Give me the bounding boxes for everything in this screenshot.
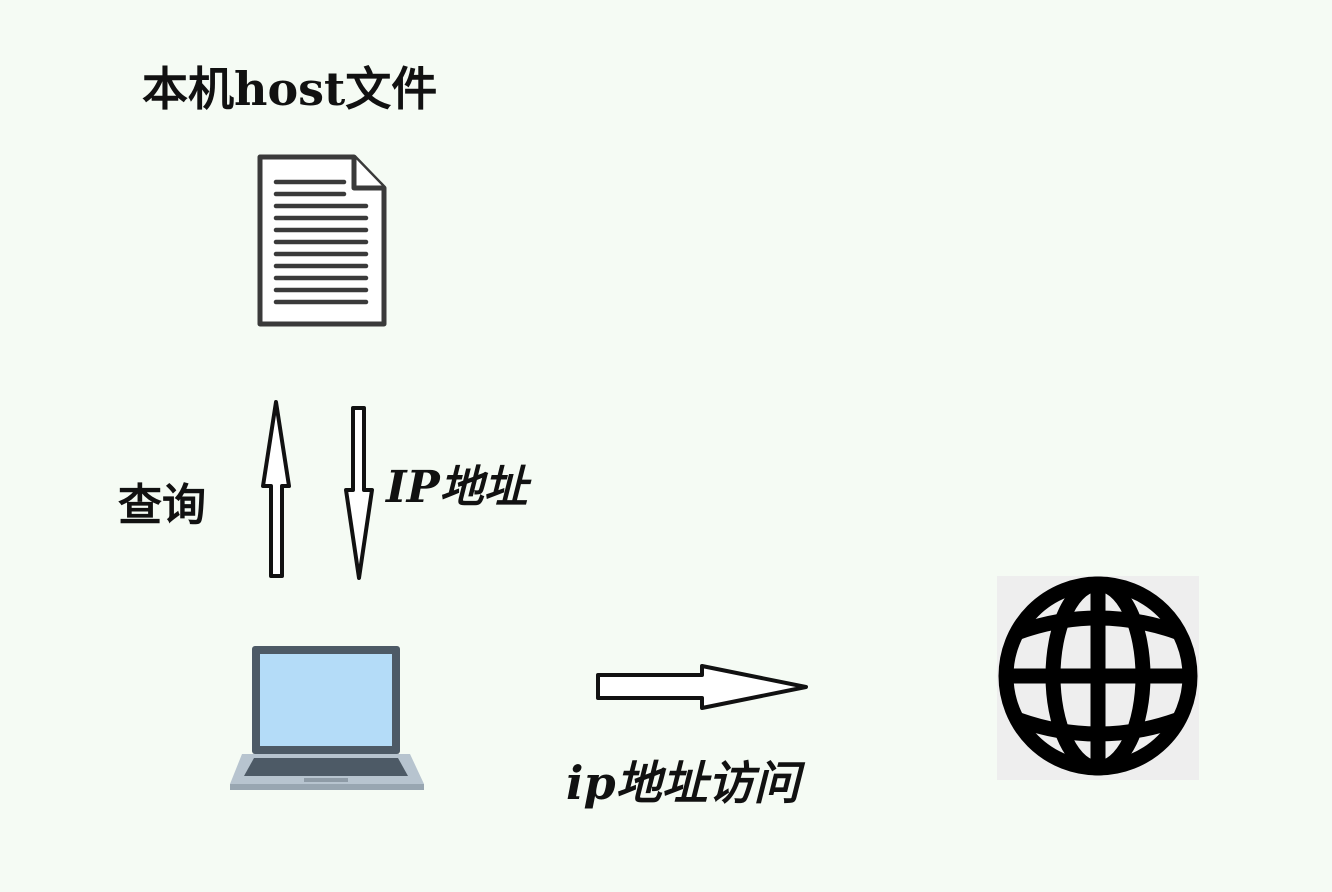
laptop-icon (230, 646, 424, 790)
document-icon (257, 154, 387, 327)
access-arrow (596, 664, 808, 710)
query-arrow (261, 400, 291, 578)
ip-address-label: IP地址 (386, 462, 528, 513)
ip-access-label: ip地址访问 (566, 756, 800, 810)
globe-icon (998, 576, 1198, 776)
query-label: 查询 (118, 480, 206, 531)
host-file-label: 本机host文件 (142, 62, 438, 116)
ip-return-arrow (344, 406, 374, 580)
